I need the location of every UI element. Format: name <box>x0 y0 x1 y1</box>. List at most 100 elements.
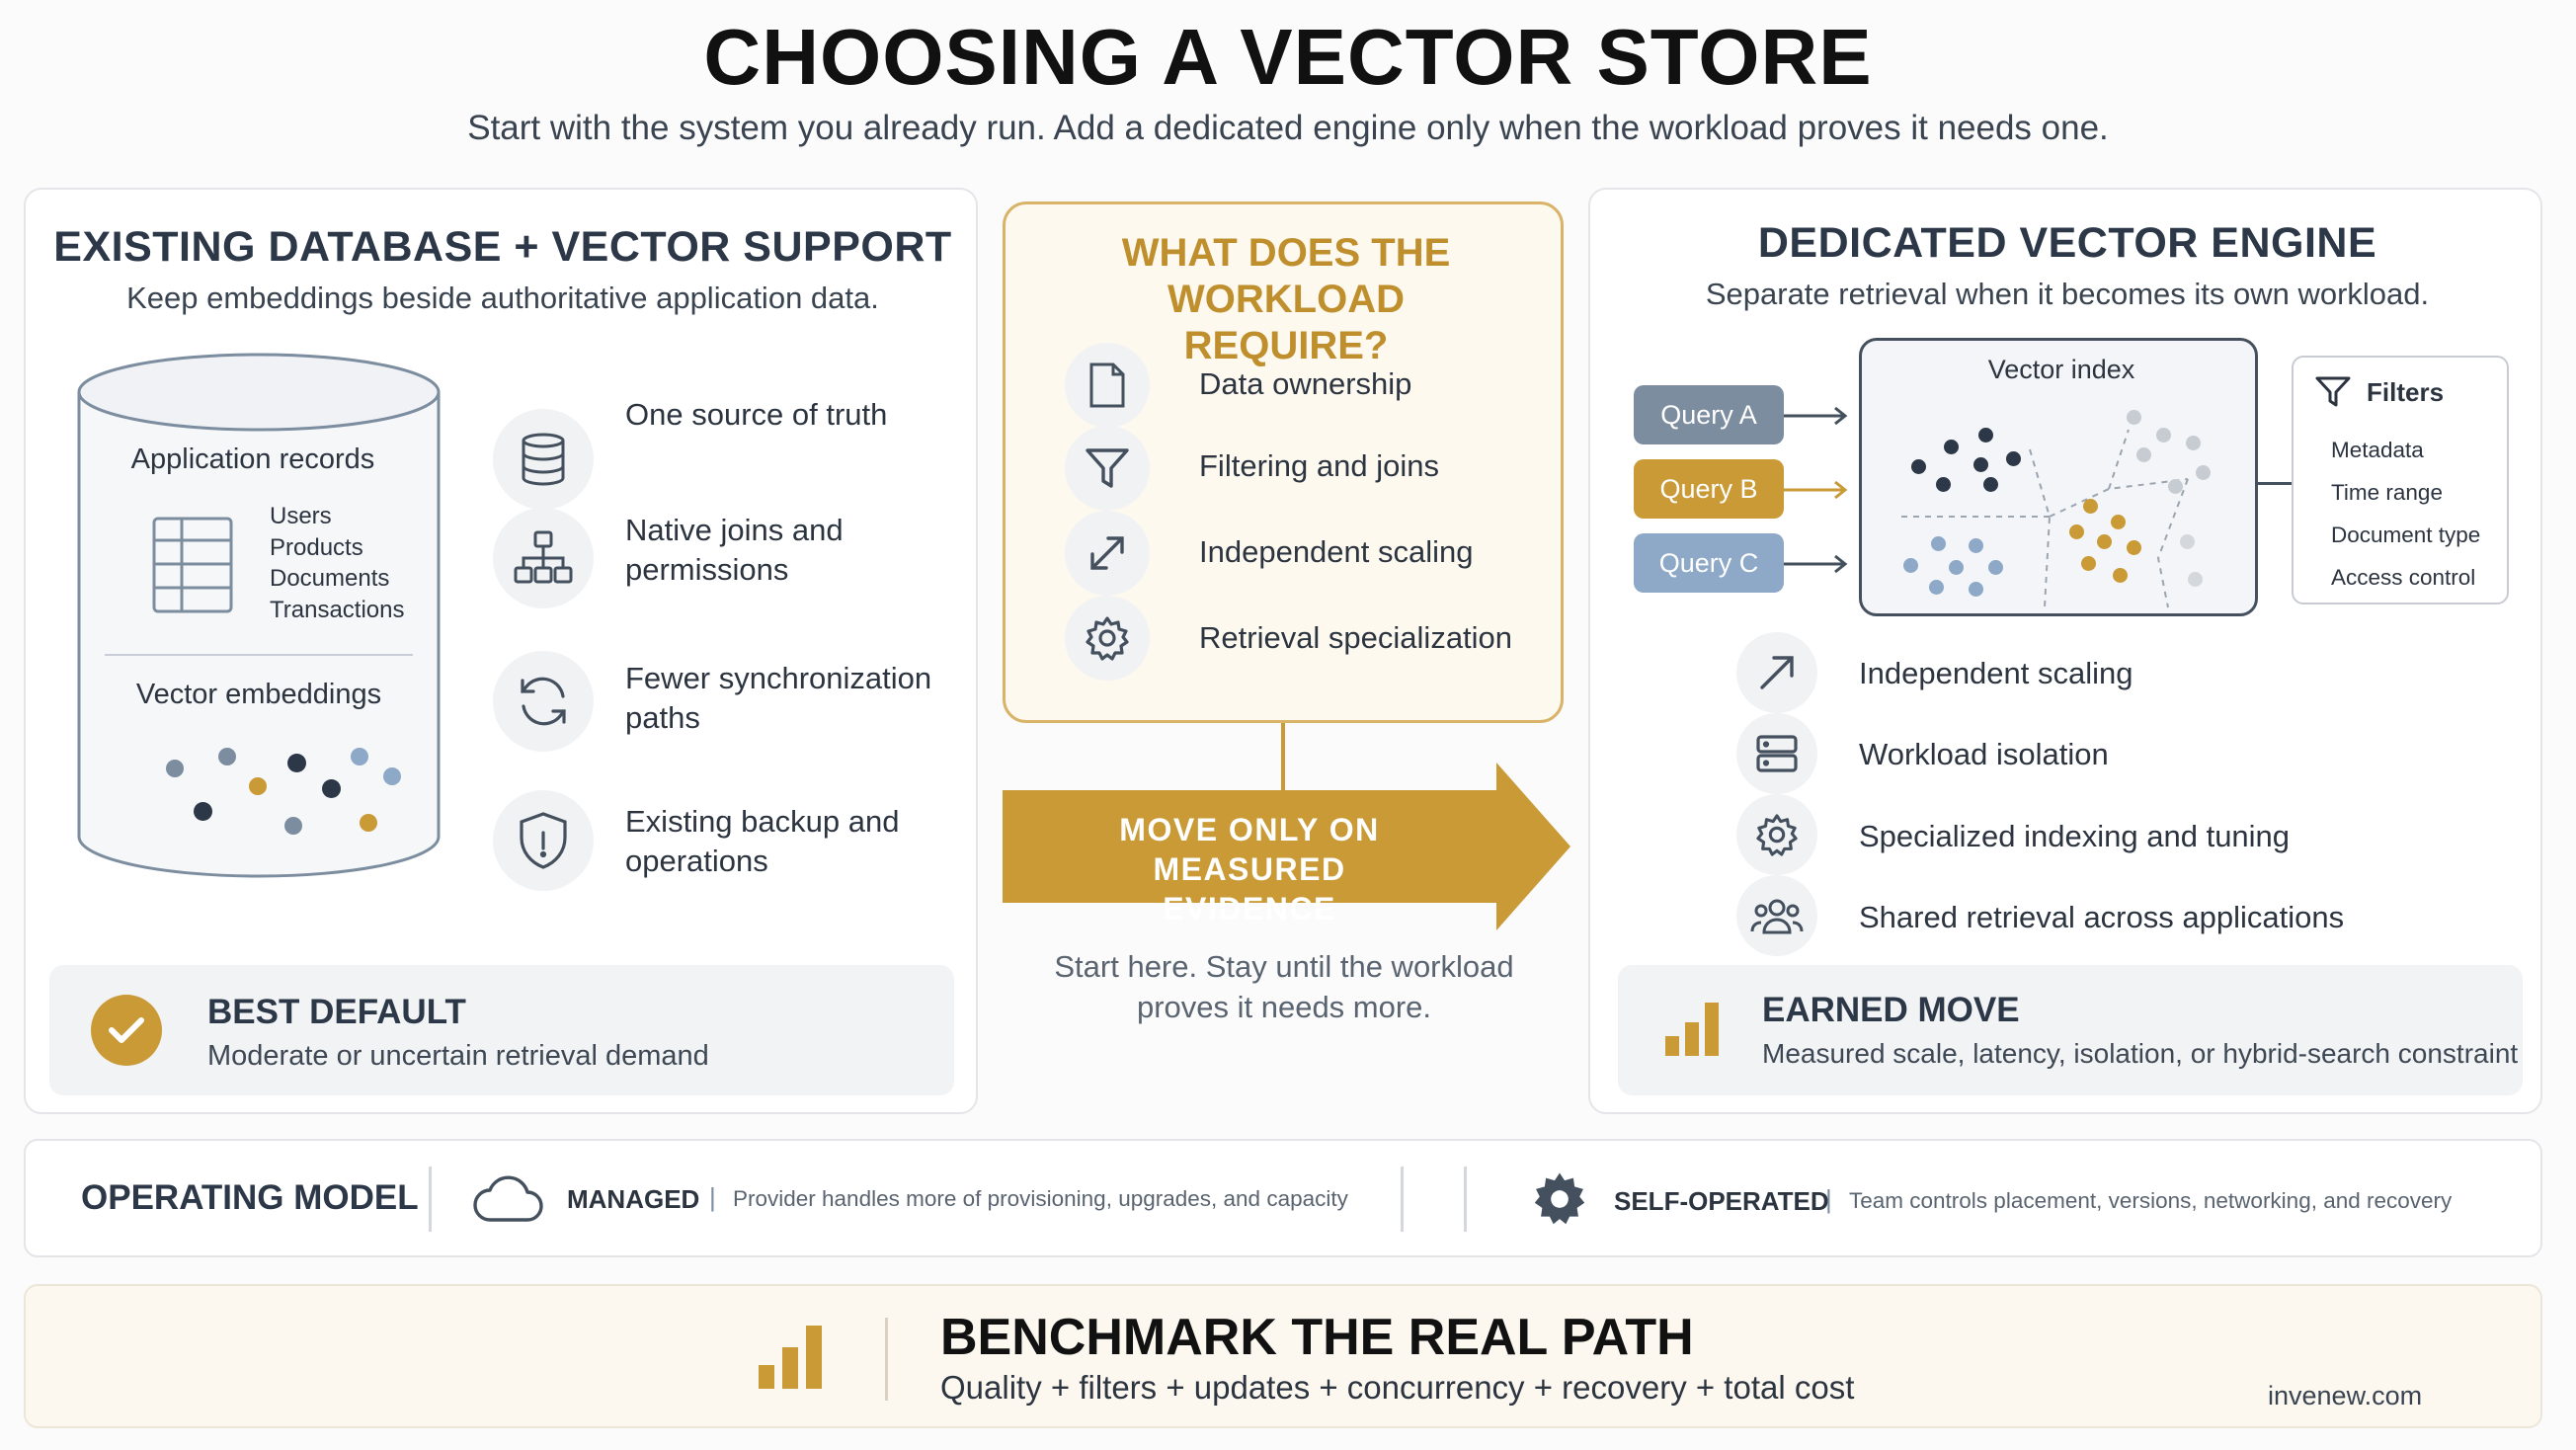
index-dot <box>1969 582 1983 597</box>
dedicated-engine-subtitle: Separate retrieval when it becomes its o… <box>1705 277 2430 311</box>
operating-model-label: OPERATING MODEL <box>81 1178 419 1217</box>
workload-question-card: WHAT DOES THE WORKLOAD REQUIRE? Data own… <box>1003 201 1564 723</box>
index-dot <box>2069 524 2084 539</box>
embedding-dot <box>166 760 184 777</box>
index-dot <box>1929 580 1944 595</box>
index-dot <box>1988 560 2003 575</box>
self-operated-label: SELF-OPERATED <box>1614 1186 1829 1216</box>
dedicated-engine-title: DEDICATED VECTOR ENGINE <box>1757 219 2377 267</box>
managed-separator: | <box>709 1182 716 1212</box>
left-feature-1: One source of truth <box>625 397 888 432</box>
embedding-dot <box>360 814 377 832</box>
benchmark-divider <box>885 1318 888 1401</box>
index-dot <box>2127 410 2141 425</box>
vector-index-label: Vector index <box>1987 355 2135 384</box>
application-records-label: Application records <box>130 443 375 475</box>
best-default-badge: BEST DEFAULT Moderate or uncertain retri… <box>49 965 954 1095</box>
embedding-dot <box>383 767 401 785</box>
filters-title: Filters <box>2367 377 2445 407</box>
filter-item: Document type <box>2331 523 2481 547</box>
embedding-dot <box>218 748 236 765</box>
scale-arrow-icon <box>1736 632 1817 713</box>
check-icon <box>91 995 162 1066</box>
self-operated-text: Team controls placement, versions, netwo… <box>1849 1188 2453 1213</box>
index-dot <box>2127 540 2141 555</box>
shield-icon <box>493 790 594 891</box>
benchmark-title: BENCHMARK THE REAL PATH <box>940 1309 1694 1366</box>
index-dot <box>2083 499 2098 514</box>
server-icon <box>1736 713 1817 794</box>
page-title: CHOOSING A VECTOR STORE <box>703 13 1873 101</box>
existing-database-panel: EXISTING DATABASE + VECTOR SUPPORT Keep … <box>24 188 978 1114</box>
center-item-2: Filtering and joins <box>1199 448 1439 483</box>
index-dot <box>1973 457 1988 472</box>
users-icon <box>1736 875 1817 956</box>
measured-evidence-label: MOVE ONLY ON MEASURED EVIDENCE <box>1119 812 1380 926</box>
center-item-4: Retrieval specialization <box>1199 620 1513 655</box>
right-feature-3: Specialized indexing and tuning <box>1859 819 2291 853</box>
right-feature-4: Shared retrieval across applications <box>1859 900 2345 934</box>
filter-item: Access control <box>2331 565 2476 590</box>
index-dot <box>1936 477 1951 492</box>
index-dot <box>1949 560 1964 575</box>
index-dot <box>2111 515 2126 529</box>
earned-move-text: Measured scale, latency, isolation, or h… <box>1762 1038 2519 1069</box>
right-feature-2: Workload isolation <box>1859 737 2109 771</box>
embedding-dot <box>351 748 368 765</box>
embedding-dot <box>284 817 302 835</box>
filter-item: Time range <box>2331 480 2443 505</box>
connector-line <box>1281 723 1285 790</box>
index-dot <box>1983 477 1998 492</box>
document-icon <box>1065 343 1150 428</box>
measured-evidence-arrow: MOVE ONLY ON MEASURED EVIDENCE <box>1003 763 1570 930</box>
index-dot <box>2156 428 2171 443</box>
index-dot <box>1969 538 1983 553</box>
filter-item: Metadata <box>2331 438 2424 462</box>
operating-divider <box>1464 1167 1467 1232</box>
table-icon <box>152 517 233 613</box>
record-item: Products <box>270 533 363 561</box>
index-dot <box>2097 534 2112 549</box>
embedding-dot <box>287 754 306 772</box>
index-dot <box>2136 447 2151 462</box>
operating-divider <box>429 1167 432 1232</box>
bar-chart-icon <box>1665 1003 1719 1056</box>
index-dot <box>2186 436 2201 450</box>
managed-label: MANAGED <box>567 1184 700 1214</box>
cloud-icon <box>473 1175 543 1222</box>
left-feature-3: Fewer synchronization paths <box>625 661 932 735</box>
gear-icon <box>1065 596 1150 681</box>
index-dot <box>2196 465 2211 480</box>
database-cylinder: Application records Users Products Docum… <box>75 353 443 886</box>
record-item: Users <box>270 503 332 529</box>
credit-text: invenew.com <box>2268 1381 2423 1410</box>
benchmark-text: Quality + filters + updates + concurrenc… <box>940 1369 1855 1406</box>
managed-text: Provider handles more of provisioning, u… <box>733 1186 1348 1211</box>
index-dot <box>1944 440 1959 454</box>
operating-model-bar: OPERATING MODEL MANAGED | Provider handl… <box>24 1139 2542 1257</box>
query-b-button[interactable]: Query B <box>1634 459 1784 519</box>
benchmark-bar: BENCHMARK THE REAL PATH Quality + filter… <box>24 1284 2542 1428</box>
index-dot <box>2168 479 2183 494</box>
left-feature-4: Existing backup and operations <box>625 804 900 878</box>
center-item-1: Data ownership <box>1199 366 1412 401</box>
filters-list: Metadata Time range Document type Access… <box>2331 429 2480 599</box>
index-dot <box>2180 534 2195 549</box>
database-icon <box>493 409 594 510</box>
filter-icon <box>2315 376 2351 407</box>
hierarchy-icon <box>493 508 594 608</box>
embedding-dot <box>249 777 267 795</box>
filters-connector <box>2258 482 2292 485</box>
filters-card: Filters Metadata Time range Document typ… <box>2292 356 2509 604</box>
query-c-button[interactable]: Query C <box>1634 533 1784 593</box>
workload-question-title: WHAT DOES THE WORKLOAD REQUIRE? <box>1121 231 1451 367</box>
query-a-button[interactable]: Query A <box>1634 385 1784 444</box>
bar-chart-icon <box>759 1326 822 1389</box>
earned-move-title: EARNED MOVE <box>1762 991 2020 1029</box>
query-arrows <box>1784 406 1848 574</box>
existing-database-subtitle: Keep embeddings beside authoritative app… <box>126 281 879 315</box>
best-default-title: BEST DEFAULT <box>207 993 466 1031</box>
index-dot <box>1903 558 1918 573</box>
center-item-3: Independent scaling <box>1199 534 1474 569</box>
expand-icon <box>1065 511 1150 596</box>
